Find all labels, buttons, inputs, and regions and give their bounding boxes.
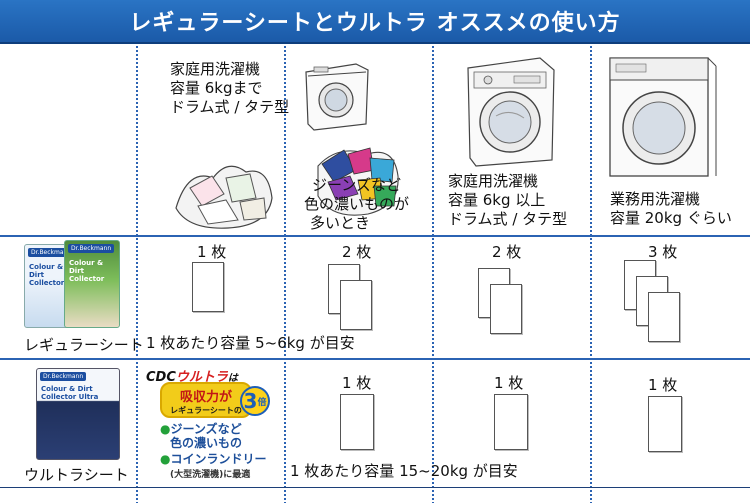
regular-pack-green-name: Colour & Dirt Collector xyxy=(69,259,105,283)
ultra-promo-brand: ウルトラ xyxy=(175,370,228,385)
colorful-laundry-icon xyxy=(317,147,399,216)
sheet-icon xyxy=(490,284,522,334)
ultra-count-col2: 1 枚 xyxy=(342,374,372,392)
ultra-promo-suffix: は xyxy=(227,373,238,384)
col4-machine-type: 業務用洗濯機 xyxy=(610,190,701,208)
laundry-pile-icon xyxy=(175,165,273,229)
ultra-bullet-jeans-main: ジーンズなど xyxy=(170,422,242,436)
regular-count-col1: 1 枚 xyxy=(197,243,227,261)
sheet-icon xyxy=(192,262,224,312)
regular-count-col4: 3 枚 xyxy=(648,243,678,261)
col1-machine-type: 家庭用洗濯機 xyxy=(170,60,261,78)
regular-count-col2: 2 枚 xyxy=(342,243,372,261)
ultra-promo-prefix: CDC xyxy=(146,370,176,385)
row-divider xyxy=(0,235,750,237)
col4-capacity: 容量 20kg ぐらい xyxy=(610,209,732,227)
col1-capacity: 容量 6kgまで xyxy=(170,79,263,97)
row-divider xyxy=(0,358,750,360)
ultra-promo-multiplier-unit: 倍 xyxy=(257,397,267,408)
page-title: レギュラーシートとウルトラ オススメの使い方 xyxy=(129,11,621,36)
column-divider xyxy=(432,46,434,503)
regular-capacity-note: 1 枚あたり容量 5~6kg が目安 xyxy=(146,334,355,352)
sheet-icon xyxy=(340,394,374,450)
ultra-count-col3: 1 枚 xyxy=(494,374,524,392)
col3-machine-type: 家庭用洗濯機 xyxy=(448,172,539,190)
sheet-icon xyxy=(648,292,680,342)
column-divider xyxy=(284,46,286,503)
col3-style: ドラム式 / タテ型 xyxy=(448,210,568,228)
column-divider xyxy=(136,46,138,503)
sheet-icon xyxy=(340,280,372,330)
col2-note-line3: 多いとき xyxy=(310,214,371,232)
ultra-row-label: ウルトラシート xyxy=(24,466,129,484)
commercial-washer-icon xyxy=(609,57,717,177)
ultra-promo-badge: 吸収力が レギュラーシートの xyxy=(160,382,252,418)
ultra-promo-line1: 吸収力が xyxy=(179,390,232,405)
regular-pack-brand: Dr.Beckmann xyxy=(28,248,75,257)
regular-pack-name: Colour & Dirt Collector xyxy=(29,263,65,287)
regular-row-label: レギュラーシート xyxy=(24,336,144,354)
regular-pack-green-icon: Dr.Beckmann Colour & Dirt Collector xyxy=(64,240,120,328)
ultra-pack-name: Colour & Dirt Collector Ultra xyxy=(41,385,99,401)
ultra-bullet-jeans-sub: 色の濃いもの xyxy=(170,436,243,450)
ultra-bullet-coinlaundry-main: コインランドリー xyxy=(170,452,267,466)
ultra-pack-brand: Dr.Beckmann xyxy=(40,372,87,381)
sheet-icon xyxy=(494,394,528,450)
ultra-promo-multiplier-value: 3 xyxy=(243,389,258,413)
ultra-count-col4: 1 枚 xyxy=(648,376,678,394)
column-divider xyxy=(590,46,592,503)
col3-capacity: 容量 6kg 以上 xyxy=(448,191,546,209)
ultra-promo-line2: レギュラーシートの xyxy=(170,406,242,415)
sheet-icon xyxy=(648,396,682,452)
regular-count-col3: 2 枚 xyxy=(492,243,522,261)
ultra-bullet-coinlaundry-sub-text: (大型洗濯機)に最適 xyxy=(170,470,251,480)
regular-pack-green-brand: Dr.Beckmann xyxy=(68,244,115,253)
page-title-banner: レギュラーシートとウルトラ オススメの使い方 xyxy=(0,0,750,44)
row-divider xyxy=(0,487,750,488)
col2-note-line1: ジーンズなど xyxy=(312,176,401,194)
ultra-pack-icon: Dr.Beckmann Colour & Dirt Collector Ultr… xyxy=(36,368,120,460)
front-load-washer-icon xyxy=(467,57,555,167)
ultra-capacity-note: 1 枚あたり容量 15~20kg が目安 xyxy=(290,462,518,480)
col2-note-line2: 色の濃いものが xyxy=(304,195,410,213)
col1-style: ドラム式 / タテ型 xyxy=(170,98,290,116)
small-washer-icon xyxy=(305,63,369,131)
ultra-bullet-coinlaundry-sub: (大型洗濯機)に最適 xyxy=(170,466,250,482)
ultra-bullet-jeans: ●ジーンズなど xyxy=(160,422,242,436)
ultra-promo-heading: CDCウルトラは xyxy=(146,366,238,385)
ultra-bullet-coinlaundry: ●コインランドリー xyxy=(160,452,267,466)
